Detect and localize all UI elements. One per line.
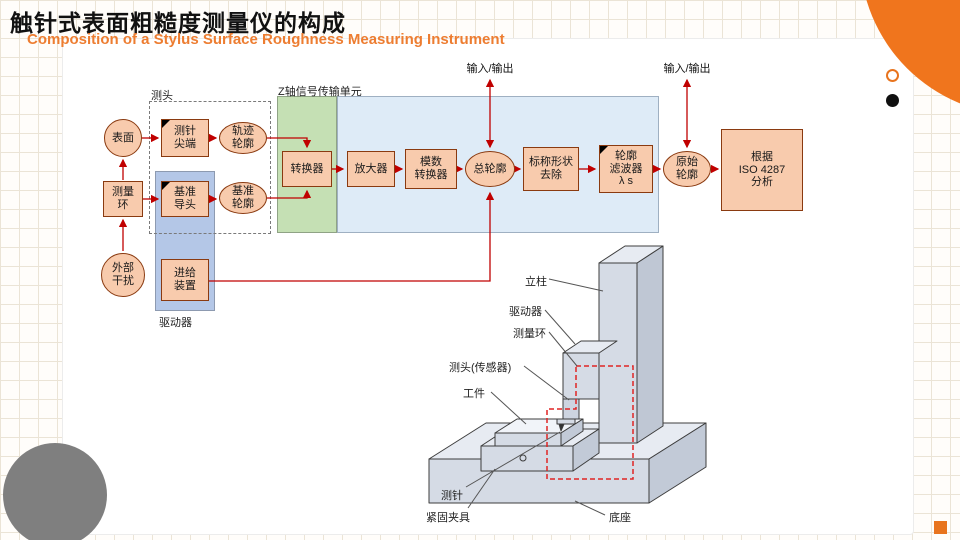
stylus-needle: [558, 423, 565, 432]
fixture-right-face: [572, 428, 600, 472]
probe-group-label: 测头: [151, 90, 173, 102]
leader-column: [548, 278, 604, 292]
ring-bullet-icon: [886, 69, 899, 82]
machine-label-workpiece: 工件: [463, 388, 485, 400]
node-nominal-removal: 标称形状 去除: [523, 147, 579, 191]
node-trace-profile: 轨迹 轮廓: [219, 122, 267, 154]
label-leader-lines: [465, 278, 606, 516]
arrow-trace-to-converter: [267, 137, 312, 149]
fixture-front-face: [480, 445, 574, 472]
node-feed-device: 进给 装置: [161, 259, 209, 301]
machine-label-stylus: 测针: [441, 490, 463, 502]
io-label-2: 输入/输出: [663, 63, 711, 75]
orange-square-decoration: [934, 521, 947, 534]
leader-probe: [523, 365, 570, 401]
page-subtitle: Composition of a Stylus Surface Roughnes…: [27, 31, 505, 48]
machine-label-fixture: 紧固夹具: [426, 512, 470, 524]
content-panel: 测头 Z轴信号传输单元 驱动器 输入/输出 输入/输出: [62, 38, 914, 535]
leader-loop: [548, 331, 578, 367]
machine-label-probe: 测头(传感器): [449, 362, 512, 374]
gray-corner-decoration: [3, 443, 107, 540]
node-surface-label: 表面: [112, 131, 134, 144]
measuring-loop-outline: [546, 365, 634, 480]
corner-mark-icon: [600, 146, 608, 154]
column-right-face: [636, 245, 664, 444]
node-ad-converter: 模数 转换器: [405, 149, 457, 189]
node-converter: 转换器: [282, 151, 332, 187]
node-total-profile: 总轮廓: [465, 151, 515, 187]
leader-stylus: [465, 431, 561, 488]
stylus-arm: [556, 418, 576, 425]
page-title: 触针式表面粗糙度测量仪的构成: [10, 10, 346, 36]
machine-illustration: [428, 245, 707, 504]
machine-label-loop: 测量环: [513, 328, 546, 340]
machine-label-column: 立柱: [525, 276, 547, 288]
workpiece-right-face: [560, 418, 584, 447]
node-surface: 表面: [104, 119, 142, 157]
node-datum-guide: 基准 导头: [161, 181, 209, 217]
corner-mark-icon: [162, 120, 170, 128]
probe-body: [562, 398, 580, 420]
node-primary-profile: 原始 轮廓: [663, 151, 711, 187]
io-label-1: 输入/输出: [466, 63, 514, 75]
node-external-disturbance: 外部 干扰: [101, 253, 145, 297]
machine-label-drive: 驱动器: [509, 306, 542, 318]
arrow-feed-to-total: [209, 191, 495, 282]
fixture-hole: [519, 454, 527, 462]
leader-fixture: [467, 468, 496, 509]
diagram-canvas: [118, 78, 720, 516]
base-right-face: [648, 422, 707, 504]
node-datum-profile: 基准 轮廓: [219, 182, 267, 214]
column-front-face: [598, 262, 638, 444]
driver-group-label: 驱动器: [159, 317, 192, 329]
node-measuring-loop: 测量 环: [103, 181, 143, 217]
flow-arrows: [118, 78, 720, 282]
probe-group-box: [149, 101, 271, 234]
column-top-face: [598, 245, 664, 264]
node-amplifier: 放大器: [347, 151, 395, 187]
drive-front-face: [562, 352, 600, 400]
workpiece-front-face: [494, 432, 562, 447]
node-profile-filter: 轮廓 滤波器 λ s: [599, 145, 653, 193]
z-signal-unit-label: Z轴信号传输单元: [278, 86, 362, 98]
arrow-datum-to-converter: [267, 189, 312, 199]
machine-label-base: 底座: [609, 512, 631, 524]
leader-drive: [544, 309, 576, 345]
leader-base: [574, 500, 606, 516]
leader-workpiece: [490, 391, 527, 425]
corner-mark-icon: [162, 182, 170, 190]
node-iso-analysis: 根据 ISO 4287 分析: [721, 129, 803, 211]
node-stylus-tip: 测针 尖端: [161, 119, 209, 157]
dot-bullet-icon: [886, 94, 899, 107]
